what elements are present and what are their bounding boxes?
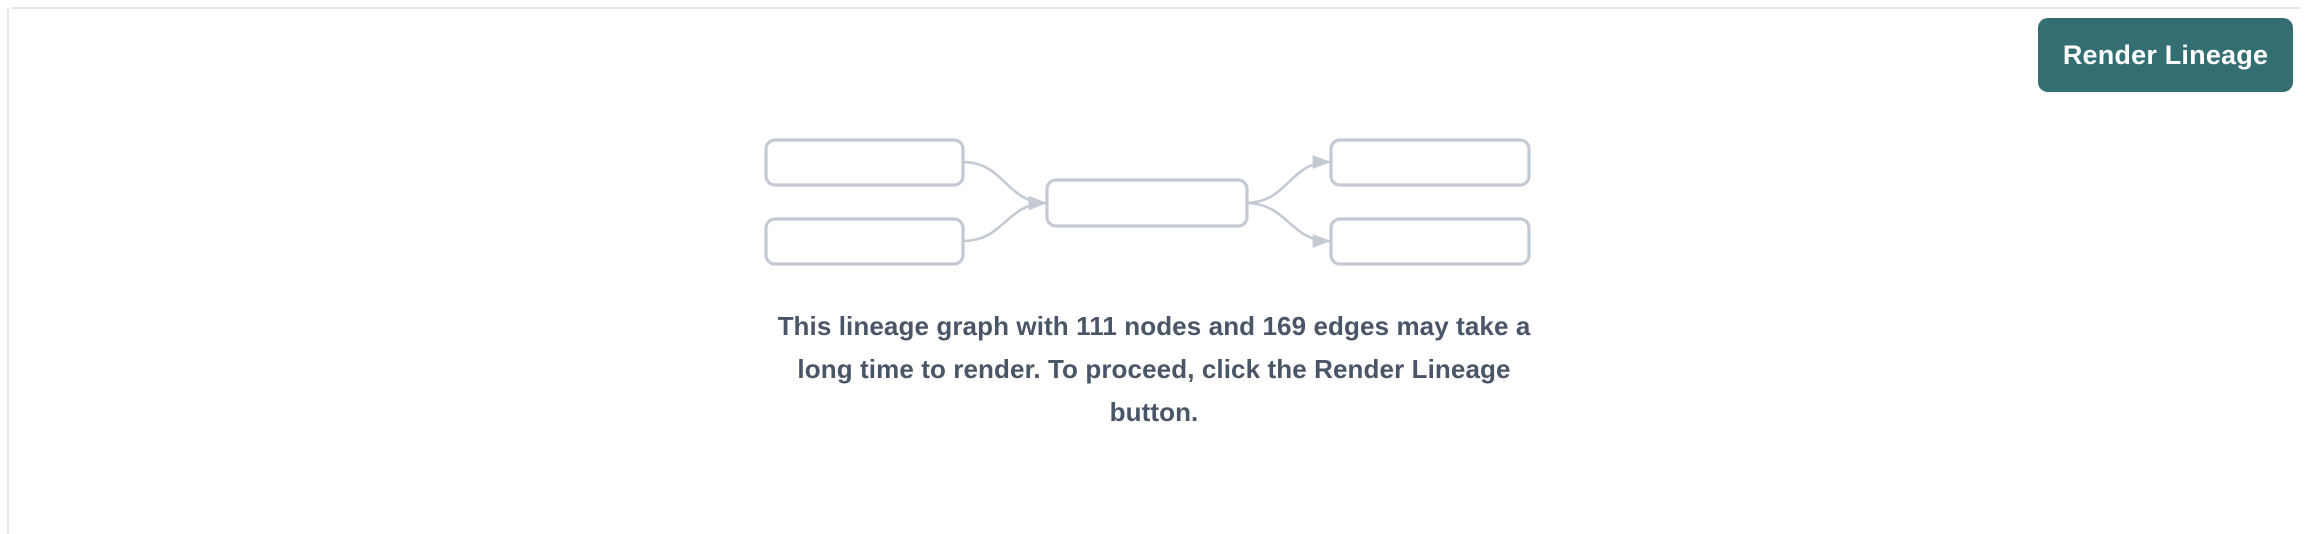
lineage-empty-state-message: This lineage graph with 111 nodes and 16… <box>777 311 1531 427</box>
placeholder-node-upstream-1 <box>764 138 965 187</box>
placeholder-node-downstream-2 <box>1329 217 1531 266</box>
placeholder-node-downstream-1 <box>1329 138 1531 187</box>
edge-focus-to-downstream-1 <box>1245 155 1331 205</box>
action-bar: Render Lineage <box>0 0 2308 110</box>
panel-top-divider <box>12 7 2300 9</box>
placeholder-node-upstream-2 <box>764 217 965 266</box>
edge-focus-to-downstream-2 <box>1245 201 1331 248</box>
placeholder-node-focus <box>1045 178 1249 228</box>
edge-upstream-2-to-focus <box>961 196 1047 243</box>
lineage-graph-placeholder-illustration <box>764 138 1531 266</box>
edge-upstream-1-to-focus <box>961 160 1047 210</box>
render-lineage-button[interactable]: Render Lineage <box>2038 18 2293 92</box>
panel-left-divider <box>7 8 9 534</box>
